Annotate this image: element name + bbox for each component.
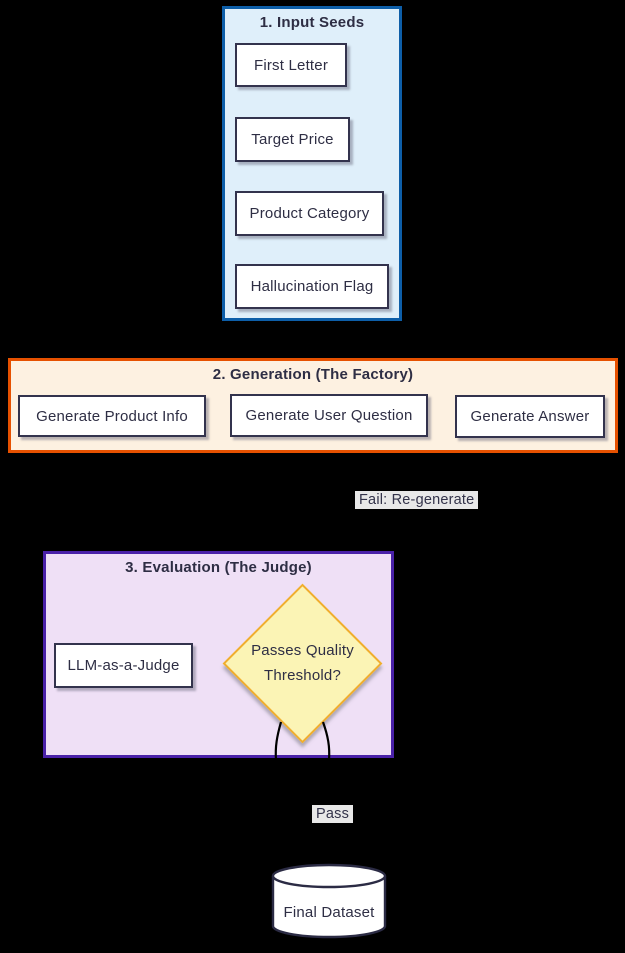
decision-diamond-label: Passes Quality Threshold? — [251, 642, 354, 684]
node-llm-as-a-judge: LLM-as-a-Judge — [54, 643, 193, 688]
node-label: Generate User Question — [245, 407, 413, 424]
node-label: Product Category — [249, 205, 370, 222]
final-dataset-cylinder: Final Dataset — [270, 862, 388, 942]
node-target-price: Target Price — [235, 117, 350, 162]
edge-label-pass: Pass — [312, 805, 354, 823]
final-dataset-label: Final Dataset — [283, 904, 375, 921]
node-label: Hallucination Flag — [250, 278, 374, 295]
node-label: First Letter — [253, 56, 329, 74]
node-label: Generate Answer — [470, 408, 590, 425]
node-first-letter: First Letter — [235, 43, 347, 87]
cluster-input-seeds-title: 1. Input Seeds — [259, 14, 365, 31]
node-label: Generate Product Info — [36, 407, 188, 425]
edge-label-fail: Fail: Re-generate — [355, 491, 479, 509]
node-generate-user-question: Generate User Question — [230, 394, 428, 437]
cylinder-shape-icon — [271, 863, 387, 939]
cluster-generation-title: 2. Generation (The Factory) — [212, 366, 414, 383]
node-hallucination-flag: Hallucination Flag — [235, 264, 389, 309]
node-label: LLM-as-a-Judge — [67, 657, 180, 674]
node-label: Target Price — [251, 131, 334, 148]
node-product-category: Product Category — [235, 191, 384, 236]
node-generate-product-info: Generate Product Info — [18, 395, 206, 437]
node-generate-answer: Generate Answer — [455, 395, 605, 438]
cluster-evaluation-title: 3. Evaluation (The Judge) — [125, 559, 312, 576]
